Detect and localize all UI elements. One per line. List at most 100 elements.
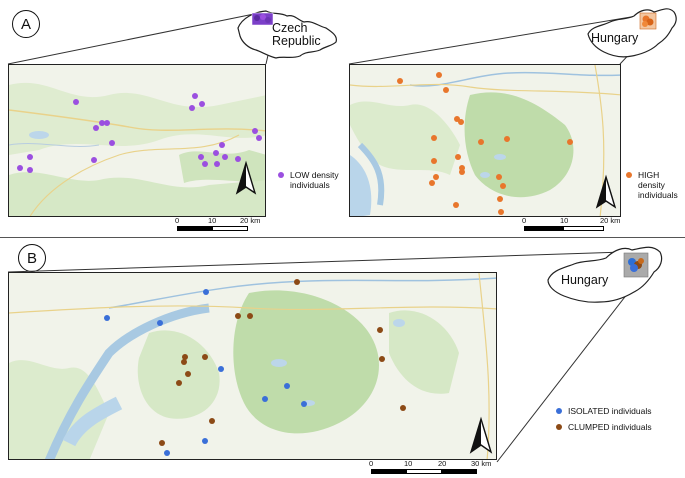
legend-low-density-text: LOW density individuals bbox=[290, 170, 339, 190]
clumped-points bbox=[159, 279, 406, 446]
scale-bar-a-left: 0 10 20 km bbox=[175, 216, 260, 235]
isolated-point bbox=[301, 401, 307, 407]
high-density-point bbox=[497, 196, 503, 202]
high-density-point bbox=[436, 72, 442, 78]
scale-tick-20: 20 km bbox=[600, 216, 621, 225]
high-density-points bbox=[397, 72, 573, 215]
scale-tick-20: 20 km bbox=[240, 216, 261, 225]
low-density-point bbox=[252, 128, 258, 134]
legend-high-density: HIGH density individuals bbox=[626, 170, 685, 200]
high-density-point bbox=[478, 139, 484, 145]
panel-b-badge: B bbox=[18, 244, 46, 272]
legend-high-density-dot bbox=[626, 172, 632, 178]
scale-tick-20: 20 bbox=[438, 459, 447, 468]
panel-divider bbox=[0, 237, 685, 238]
hungary-label-a: Hungary bbox=[591, 31, 639, 45]
clumped-point bbox=[235, 313, 241, 319]
clumped-point bbox=[379, 356, 385, 362]
scale-tick-0: 0 bbox=[369, 459, 374, 468]
map-low-density bbox=[8, 64, 266, 217]
high-density-point bbox=[429, 180, 435, 186]
clumped-point bbox=[182, 354, 188, 360]
high-density-point bbox=[500, 183, 506, 189]
high-density-point bbox=[498, 209, 504, 215]
clumped-point bbox=[377, 327, 383, 333]
panel-a-label: A bbox=[20, 15, 31, 33]
high-density-point bbox=[431, 135, 437, 141]
low-density-point bbox=[104, 120, 110, 126]
high-density-point bbox=[459, 169, 465, 175]
low-density-point bbox=[235, 156, 241, 162]
scale-tick-0: 0 bbox=[175, 216, 180, 225]
czech-label-line1: Czech bbox=[272, 21, 308, 35]
scale-tick-10: 10 bbox=[560, 216, 569, 225]
legend-high-line2: individuals bbox=[638, 190, 678, 200]
panel-b-label: B bbox=[26, 249, 37, 267]
legend-isolated-text: ISOLATED individuals bbox=[568, 406, 652, 416]
low-density-point bbox=[93, 125, 99, 131]
scale-tick-30: 30 km bbox=[471, 459, 492, 468]
low-density-point bbox=[198, 154, 204, 160]
high-density-point bbox=[496, 174, 502, 180]
legend-low-line2: individuals bbox=[290, 180, 330, 190]
clumped-point bbox=[400, 405, 406, 411]
clumped-point bbox=[176, 380, 182, 386]
north-arrow-icon bbox=[595, 174, 617, 209]
low-density-point bbox=[189, 105, 195, 111]
czech-label-line2: Republic bbox=[272, 34, 321, 48]
legend-clumped-text: CLUMPED individuals bbox=[568, 422, 652, 432]
low-density-point bbox=[199, 101, 205, 107]
low-density-point bbox=[214, 161, 220, 167]
high-density-point bbox=[453, 202, 459, 208]
map-isolated-clumped bbox=[8, 272, 497, 460]
isolated-points bbox=[104, 289, 307, 456]
clumped-point bbox=[159, 440, 165, 446]
low-density-point bbox=[27, 154, 33, 160]
low-density-point bbox=[91, 157, 97, 163]
legend-low-density: LOW density individuals bbox=[278, 170, 339, 190]
low-density-point bbox=[219, 142, 225, 148]
north-arrow-icon bbox=[469, 416, 493, 454]
czech-republic-label: Czech Republic bbox=[272, 22, 321, 48]
low-density-point bbox=[73, 99, 79, 105]
isolated-point bbox=[202, 438, 208, 444]
legend-isolated-dot bbox=[556, 408, 562, 414]
panel-b-zoom-lines bbox=[7, 251, 639, 463]
low-density-point bbox=[99, 120, 105, 126]
clumped-point bbox=[202, 354, 208, 360]
low-density-point bbox=[192, 93, 198, 99]
clumped-point bbox=[181, 359, 187, 365]
low-density-point bbox=[213, 150, 219, 156]
low-density-point bbox=[256, 135, 262, 141]
czech-republic-outline bbox=[237, 10, 337, 59]
scale-bar-a-right: 0 10 20 km bbox=[522, 216, 620, 235]
high-density-point bbox=[567, 139, 573, 145]
isolated-point bbox=[157, 320, 163, 326]
clumped-point bbox=[185, 371, 191, 377]
scale-tick-10: 10 bbox=[208, 216, 217, 225]
legend-clumped: CLUMPED individuals bbox=[556, 422, 652, 432]
legend-low-density-dot bbox=[278, 172, 284, 178]
legend-high-density-text: HIGH density individuals bbox=[638, 170, 685, 200]
legend-low-line1: LOW density bbox=[290, 170, 339, 180]
scale-tick-10: 10 bbox=[404, 459, 413, 468]
panel-a-badge: A bbox=[12, 10, 40, 38]
clumped-point bbox=[209, 418, 215, 424]
hungary-label-b: Hungary bbox=[561, 273, 609, 287]
low-density-points bbox=[17, 93, 262, 173]
legend-isolated: ISOLATED individuals bbox=[556, 406, 651, 416]
low-density-point bbox=[27, 167, 33, 173]
scale-bar-b: 0 10 20 30 km bbox=[369, 459, 497, 477]
map-high-density bbox=[349, 64, 621, 217]
isolated-point bbox=[164, 450, 170, 456]
isolated-point bbox=[104, 315, 110, 321]
high-density-point bbox=[443, 87, 449, 93]
clumped-point bbox=[294, 279, 300, 285]
high-density-point bbox=[504, 136, 510, 142]
low-density-point bbox=[109, 140, 115, 146]
hungary-outline-b bbox=[547, 246, 663, 303]
isolated-point bbox=[284, 383, 290, 389]
isolated-point bbox=[203, 289, 209, 295]
isolated-point bbox=[262, 396, 268, 402]
high-density-point bbox=[455, 154, 461, 160]
